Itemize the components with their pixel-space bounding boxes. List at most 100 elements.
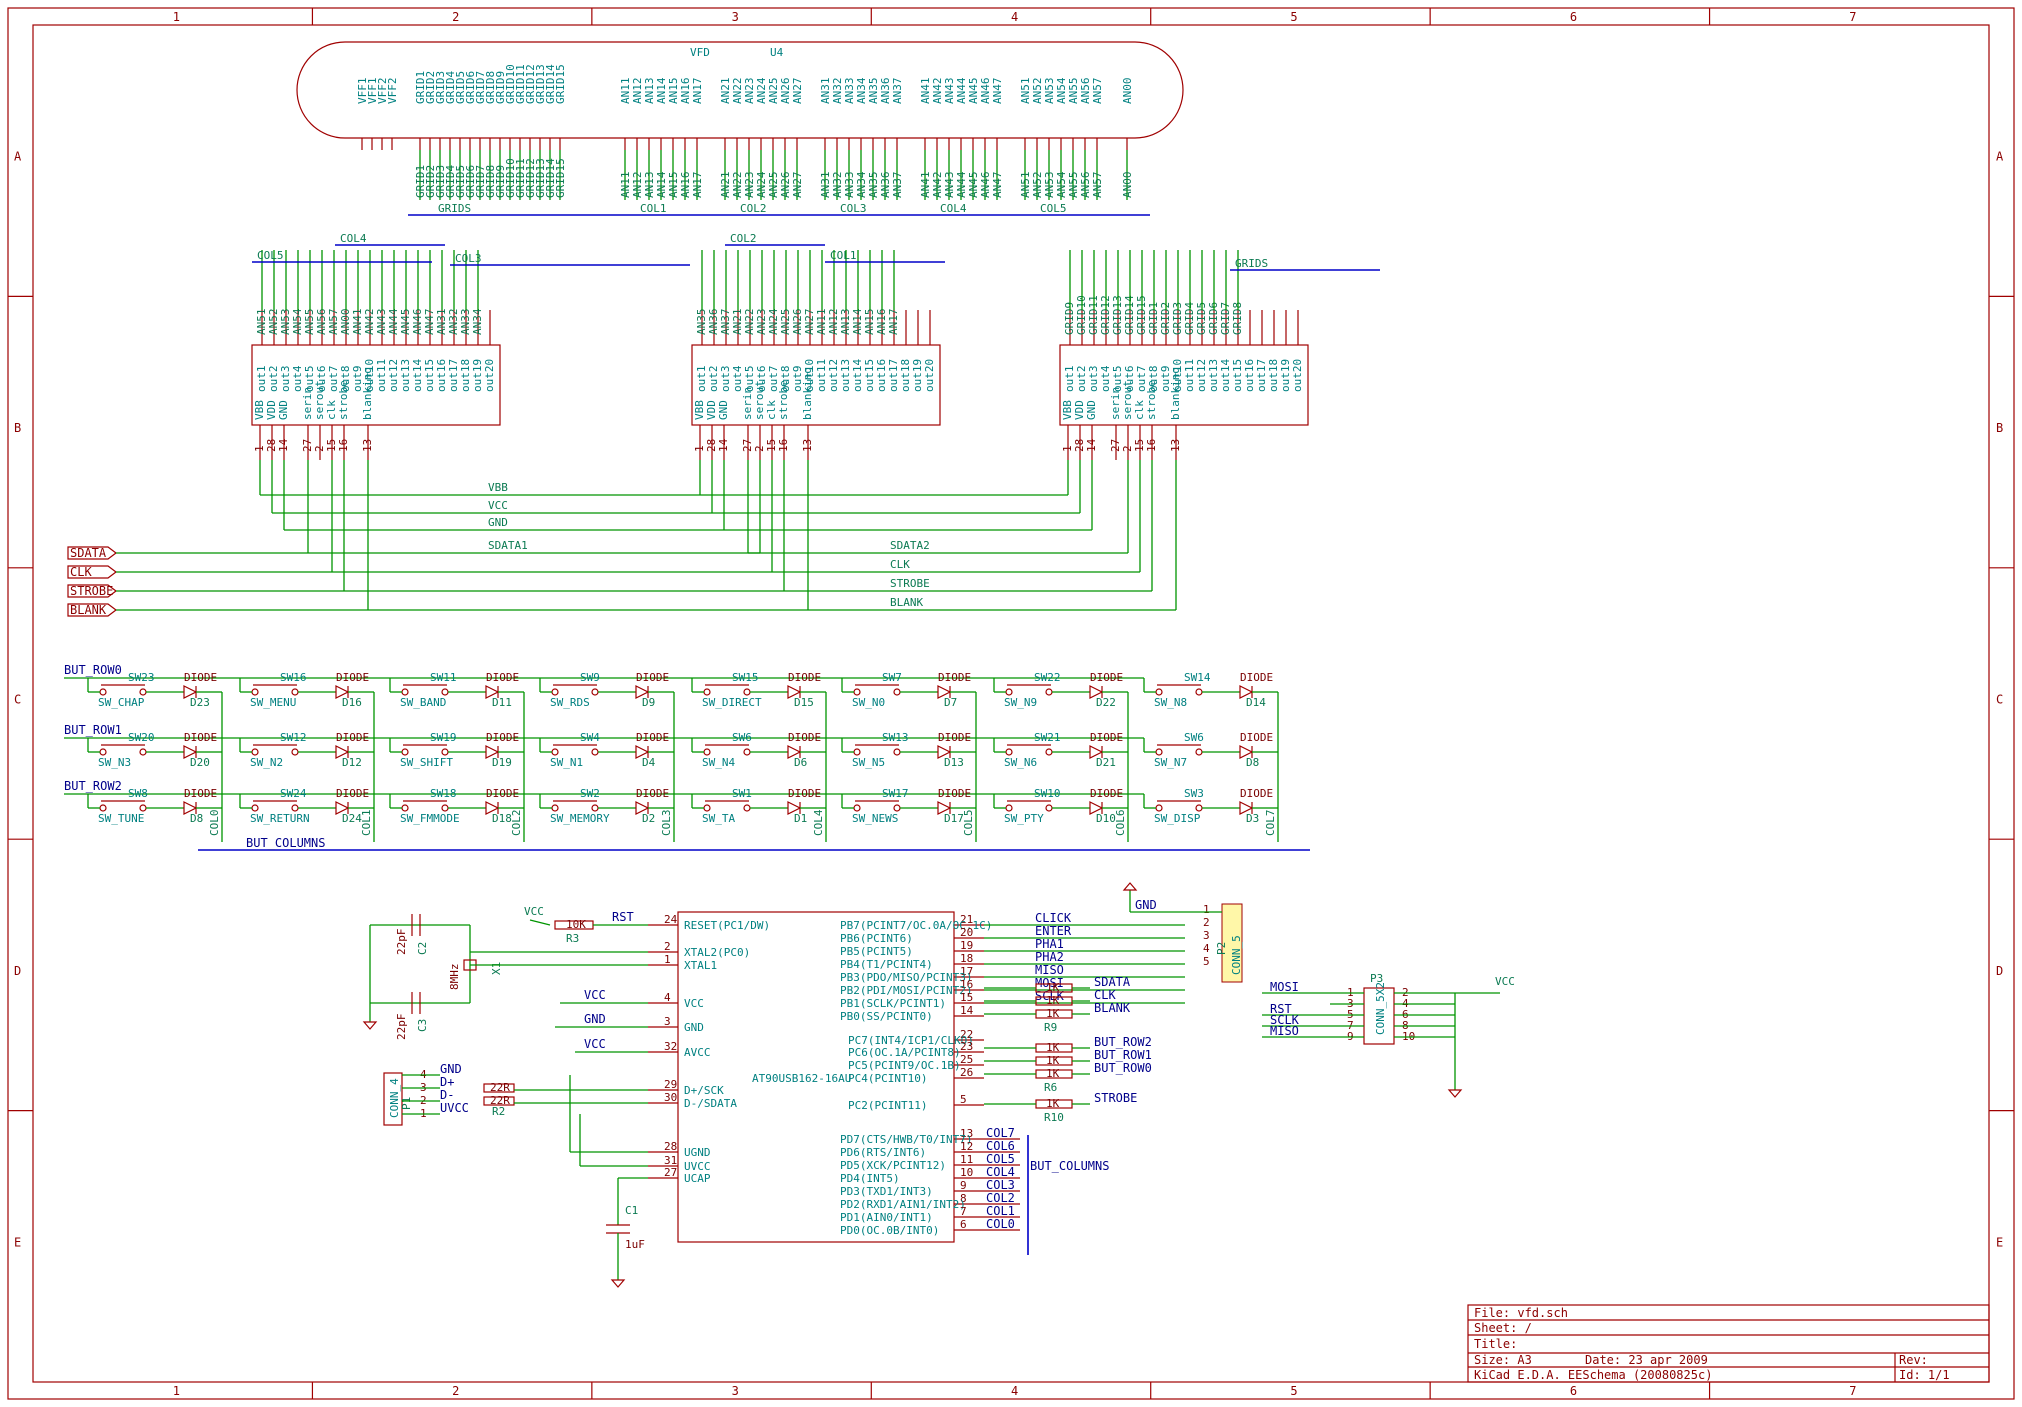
mcu-right-pin: PB7(PCINT7/OC.0A/OC.1C): [840, 919, 992, 932]
frame-row-label: B: [14, 421, 21, 435]
mcu-col-net: COL3: [986, 1178, 1015, 1192]
driver-out-net: GRID1: [1147, 302, 1160, 335]
series-resistor-net: SDATA: [1094, 975, 1131, 989]
diode-symbol: [1089, 801, 1104, 815]
diode-value: DIODE: [1240, 671, 1273, 684]
vfd-net-label: AN17: [691, 172, 704, 199]
vfd-pin-label: AN27: [791, 78, 804, 105]
vfd-net-label: AN45: [967, 172, 980, 199]
mcu-left-num: 4: [664, 991, 671, 1004]
vfd-net-label: GRID4: [444, 165, 457, 198]
mcu-net-label: MISO: [1035, 963, 1064, 977]
driver-out-net: AN00: [339, 309, 352, 336]
vfd-net-label: AN53: [1043, 172, 1056, 199]
driver-out-pin: out7: [1135, 366, 1148, 393]
button-col-label: COL3: [660, 810, 673, 837]
switch-contact: [591, 688, 599, 696]
switch-contact: [99, 748, 107, 756]
series-resistor-value: 1K: [1046, 1097, 1060, 1110]
switch-name: SW_N7: [1154, 756, 1187, 769]
switch-contact: [1195, 688, 1203, 696]
driver-out-pin: out6: [1123, 366, 1136, 393]
switch-name: SW_RETURN: [250, 812, 310, 825]
driver-out-net: AN24: [767, 308, 780, 335]
switch-contact: [1005, 748, 1013, 756]
switch-contact: [743, 804, 751, 812]
vfd-net-label: AN47: [991, 172, 1004, 199]
diode-symbol: [183, 745, 198, 759]
switch-contact: [551, 688, 559, 696]
input-port-label: STROBE: [70, 584, 113, 598]
switch-name: SW_N2: [250, 756, 283, 769]
diode-value: DIODE: [1240, 787, 1273, 800]
mcu-left-pin: D-/SDATA: [684, 1097, 737, 1110]
diode-value: DIODE: [938, 731, 971, 744]
driver-out-pin: out6: [755, 366, 768, 393]
vfd-net-label: AN34: [855, 171, 868, 198]
diode-ref: D4: [642, 756, 656, 769]
mcu-right-pin: PB4(T1/PCINT4): [840, 958, 933, 971]
driver-ctrl-pin: strobe: [337, 380, 350, 420]
driver-out-pin: out14: [411, 359, 424, 392]
driver-out-pin: out3: [719, 366, 732, 393]
vfd-ref: U4: [770, 46, 784, 59]
switch-contact: [139, 688, 147, 696]
driver-out-net: AN47: [423, 309, 436, 336]
ctrl-bus-label: GND: [488, 516, 508, 529]
mcu-right-pin: PD6(RTS/INT6): [840, 1146, 926, 1159]
ctrl-bus-label: STROBE: [890, 577, 930, 590]
cap-c2-value: 22pF: [395, 929, 408, 956]
diode-ref: D16: [342, 696, 362, 709]
driver-out-net: AN33: [459, 309, 472, 336]
vfd-pin-label: AN47: [991, 78, 1004, 105]
reset-resistor-ref: R3: [566, 932, 579, 945]
vfd-net-label: GRID12: [524, 158, 537, 198]
mcu-left-pin: GND: [684, 1021, 704, 1034]
mcu-right-num: 12: [960, 1140, 973, 1153]
mcu-left-pin: XTAL1: [684, 959, 717, 972]
driver-ctrl-pin: GND: [277, 400, 290, 420]
switch-contact: [1005, 804, 1013, 812]
switch-name: SW_N1: [550, 756, 583, 769]
frame-col-label: 6: [1570, 10, 1577, 24]
diode-value: DIODE: [938, 671, 971, 684]
vfd-pin-label: AN12: [631, 78, 644, 105]
diode-symbol: [787, 801, 802, 815]
diode-ref: D10: [1096, 812, 1116, 825]
diode-symbol: [183, 685, 198, 699]
diode-symbol: [937, 801, 952, 815]
mcu-net-label: ENTER: [1035, 924, 1072, 938]
driver-out-net: AN45: [399, 309, 412, 336]
switch-ref: SW2: [580, 787, 600, 800]
diode-symbol: [937, 685, 952, 699]
diode-symbol: [183, 801, 198, 815]
vfd-net-label: AN42: [931, 172, 944, 199]
frame-col-label: 6: [1570, 1384, 1577, 1398]
mcu-right-num: 11: [960, 1153, 973, 1166]
frame-row-label: C: [1996, 693, 2003, 707]
vfd-pin-label: VFF1: [366, 78, 379, 105]
mcu-left-num: 3: [664, 1015, 671, 1028]
button-col-label: COL4: [812, 809, 825, 836]
driver-out-pin: out15: [863, 359, 876, 392]
driver-bus-label: GRIDS: [1235, 257, 1268, 270]
driver-out-pin: out3: [279, 366, 292, 393]
diode-value: DIODE: [486, 671, 519, 684]
input-port-flag: [67, 565, 117, 579]
switch-contact: [401, 804, 409, 812]
vfd-pin-label: AN00: [1121, 78, 1134, 105]
driver-out-pin: out17: [887, 359, 900, 392]
driver-out-net: AN37: [719, 309, 732, 336]
ctrl-bus-label: BLANK: [890, 596, 923, 609]
diode-ref: D1: [794, 812, 807, 825]
diode-value: DIODE: [486, 787, 519, 800]
diode-value: DIODE: [788, 731, 821, 744]
mcu-right-pin: PD5(XCK/PCINT12): [840, 1159, 946, 1172]
isp-vcc-label: VCC: [1495, 975, 1515, 988]
driver-out-net: AN46: [411, 309, 424, 336]
diode-value: DIODE: [1090, 671, 1123, 684]
switch-name: SW_N5: [852, 756, 885, 769]
diode-ref: D14: [1246, 696, 1266, 709]
mcu-right-num: 26: [960, 1066, 973, 1079]
